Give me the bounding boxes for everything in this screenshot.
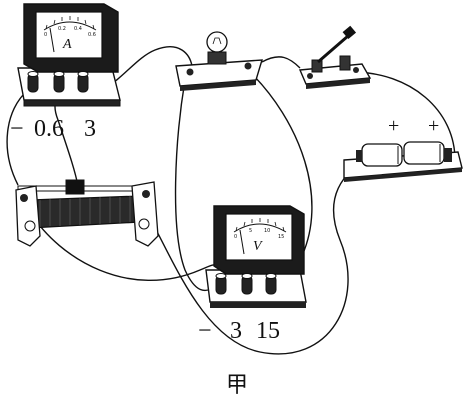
wire-lamp-to-switch xyxy=(261,56,301,69)
voltmeter-scale xyxy=(233,223,287,233)
voltmeter-face xyxy=(225,213,293,261)
voltmeter-terminal-3-label: 3 xyxy=(230,318,242,344)
voltmeter-symbol: V xyxy=(253,239,263,254)
wire-ammeter-to-rheostat xyxy=(6,89,29,186)
ammeter-needle xyxy=(49,27,55,53)
lamp-socket xyxy=(207,51,227,65)
voltmeter: 0 5 10 15 V xyxy=(205,205,307,308)
wire-rheostat-to-battery xyxy=(144,169,353,355)
lamp-bulb xyxy=(206,31,228,53)
lamp xyxy=(175,31,263,91)
voltmeter-scale-mark-0: 0 xyxy=(234,234,237,240)
ammeter-scale-mark-1: 0.2 xyxy=(58,26,66,32)
ammeter: 0 0.2 0.4 0.6 A xyxy=(17,3,121,107)
voltmeter-terminal-15-label: 15 xyxy=(256,318,280,344)
wire-switch-to-battery xyxy=(351,71,456,161)
knife-switch xyxy=(298,25,372,89)
switch-blade xyxy=(317,34,349,64)
battery-plus-label-1: + xyxy=(388,115,399,137)
figure-caption: 甲 xyxy=(226,373,248,398)
ammeter-scale-mark-2: 0.4 xyxy=(74,26,82,32)
voltmeter-terminals xyxy=(215,273,277,295)
ammeter-terminal-0.6-label: 0.6 xyxy=(34,116,64,142)
voltmeter-needle xyxy=(239,229,245,255)
ammeter-terminals xyxy=(27,71,89,93)
ammeter-scale-mark-3: 0.6 xyxy=(88,32,96,38)
rheostat-left-end xyxy=(15,185,41,247)
voltmeter-scale-mark-1: 5 xyxy=(249,228,252,234)
voltmeter-scale-mark-3: 15 xyxy=(278,234,284,240)
battery-plus-label-2: + xyxy=(428,115,439,137)
wire-lamp-to-voltmeter xyxy=(174,79,219,292)
lamp-filament xyxy=(212,37,222,45)
ammeter-terminal-3-label: 3 xyxy=(84,116,96,142)
ammeter-scale-mark-0: 0 xyxy=(44,32,47,38)
ammeter-terminal-negative-label: − xyxy=(10,116,24,142)
battery-cell-2 xyxy=(403,141,445,165)
voltmeter-terminal-negative-label: − xyxy=(198,318,212,344)
ammeter-scale xyxy=(43,21,97,31)
battery-cell-1 xyxy=(361,143,403,167)
sliding-rheostat xyxy=(15,179,159,247)
ammeter-face xyxy=(35,11,103,59)
wire-rheostat-to-voltmeter xyxy=(29,211,219,281)
voltmeter-scale-mark-2: 10 xyxy=(264,228,270,234)
battery xyxy=(343,141,463,182)
switch-handle xyxy=(342,25,357,40)
ammeter-symbol: A xyxy=(62,37,72,52)
rheostat-slider xyxy=(65,179,85,195)
rheostat-coil xyxy=(29,195,141,229)
rheostat-right-end xyxy=(131,181,159,247)
